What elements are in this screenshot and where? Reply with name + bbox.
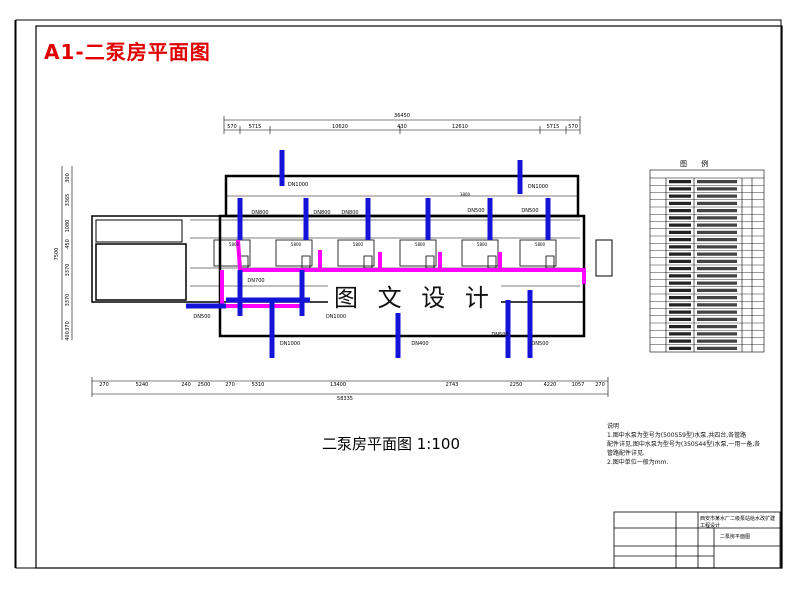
legend-symbol (669, 303, 691, 307)
notes: 说明 1.图中水泵为型号为(500S59型)水泵,共四台,各管路 配件详见,图中… (607, 422, 783, 467)
legend-description (697, 238, 737, 242)
legend-symbol (669, 194, 691, 198)
legend-symbol (669, 252, 691, 256)
legend-symbol (669, 187, 691, 191)
legend-description (697, 209, 737, 213)
legend-symbol (669, 259, 691, 263)
title-block (613, 511, 781, 569)
legend-description (697, 180, 737, 184)
legend-symbol (669, 216, 691, 220)
legend-description (697, 332, 737, 336)
legend-symbol (669, 281, 691, 285)
legend-rows (650, 180, 764, 350)
legend-symbol (669, 317, 691, 321)
notes-line: 2.图中单位一般为mm. (607, 459, 669, 466)
legend-symbol (669, 296, 691, 300)
legend-symbol (669, 346, 691, 350)
legend-description (697, 310, 737, 314)
legend-symbol (669, 274, 691, 278)
frame-left-red (35, 25, 783, 569)
legend-description (697, 339, 737, 343)
legend-symbol (669, 230, 691, 234)
legend-symbol (669, 180, 691, 184)
legend-symbol (669, 310, 691, 314)
notes-line: 管路配件详见. (607, 450, 645, 457)
notes-line: 配件详见,图中水泵为型号为(350S44型)水泵,一用一备,各 (607, 441, 761, 448)
legend-description (697, 303, 737, 307)
legend-symbol (669, 288, 691, 292)
notes-heading: 说明 (607, 423, 620, 430)
left-dimension (61, 166, 73, 340)
legend-symbol (669, 209, 691, 213)
legend-symbol (669, 339, 691, 343)
legend-description (697, 325, 737, 329)
legend-symbol (669, 267, 691, 271)
legend-description (697, 288, 737, 292)
legend-symbol (669, 201, 691, 205)
notes-line: 1.图中水泵为型号为(500S59型)水泵,共四台,各管路 (607, 432, 747, 439)
legend-description (697, 194, 737, 198)
bottom-dimension (91, 377, 609, 397)
legend-description (697, 187, 737, 191)
legend-description (697, 216, 737, 220)
legend-symbol (669, 332, 691, 336)
sheet-title: A1-二泵房平面图 (44, 40, 211, 64)
suction-pipes (186, 150, 551, 358)
legend-description (697, 274, 737, 278)
plan-caption: 二泵房平面图 1:100 (322, 435, 460, 453)
legend-symbol (669, 245, 691, 249)
legend-symbol (669, 325, 691, 329)
legend-description (697, 346, 737, 350)
top-dimension (223, 116, 581, 134)
legend-description (697, 296, 737, 300)
title-block-project: 西安市某水厂二级泵站给水改扩建工程设计 (700, 516, 776, 529)
legend-description (697, 317, 737, 321)
legend-description (697, 259, 737, 263)
legend-description (697, 201, 737, 205)
legend-description (697, 267, 737, 271)
legend-description (697, 281, 737, 285)
title-block-drawing: 二泵房平面图 (720, 534, 751, 540)
legend-description (697, 245, 737, 249)
legend-description (697, 230, 737, 234)
watermark: 图 文 设 计 (328, 278, 501, 313)
legend-description (697, 223, 737, 227)
legend-symbol (669, 238, 691, 242)
pump-units (213, 239, 557, 269)
legend-symbol (669, 223, 691, 227)
legend-title: 图 例 (680, 160, 715, 168)
legend-description (697, 252, 737, 256)
